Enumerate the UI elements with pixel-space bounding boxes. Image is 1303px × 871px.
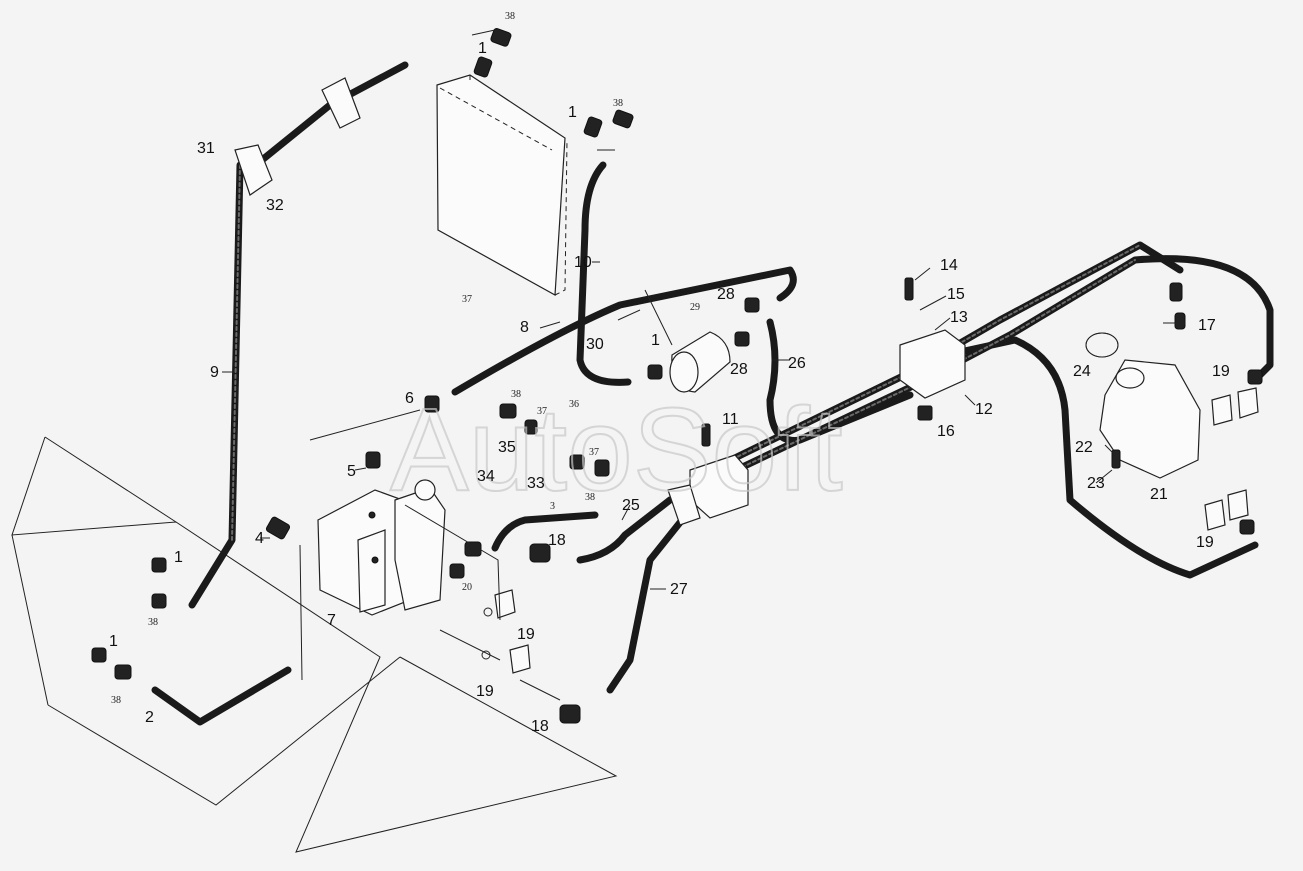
callout-37: 37 [537,406,547,417]
callout-1: 1 [568,104,577,121]
callout-32: 32 [266,197,284,214]
callout-14: 14 [940,257,958,274]
hose-2 [151,666,292,726]
callout-30: 30 [586,336,604,353]
hose-10 [576,161,632,386]
callout-19: 19 [476,683,494,700]
filter-29 [669,331,731,393]
callout-22: 22 [1075,439,1093,456]
callout-1: 1 [174,549,183,566]
callouts: 1 38 1 38 31 32 10 37 8 9 29 28 30 1 28 … [109,11,1230,735]
callout-28: 28 [717,286,735,303]
callout-11: 11 [722,411,739,428]
callout-5: 5 [347,463,356,480]
callout-38: 38 [585,492,595,503]
callout-31: 31 [197,140,215,157]
callout-21: 21 [1150,486,1168,503]
callout-15: 15 [947,286,965,303]
hose-3 [491,511,599,552]
callout-24: 24 [1073,363,1091,380]
callout-38: 38 [111,695,121,706]
upper-clamp [321,77,361,129]
callout-33: 33 [527,475,545,492]
callout-16: 16 [937,423,955,440]
callout-27: 27 [670,581,688,598]
callout-36: 36 [569,399,579,410]
callout-13: 13 [950,309,968,326]
callout-17: 17 [1198,317,1216,334]
callout-18: 18 [531,718,549,735]
callout-34: 34 [477,468,495,485]
callout-37: 37 [462,294,472,305]
callout-10: 10 [574,254,592,271]
callout-9: 9 [210,364,219,381]
fittings [91,28,1263,724]
callout-7: 7 [327,612,336,629]
callout-8: 8 [520,319,529,336]
valve-body-7 [317,479,446,616]
bracket-31-32 [234,144,273,196]
callout-1: 1 [109,633,118,650]
callout-29: 29 [690,302,700,313]
callout-19: 19 [1196,534,1214,551]
callout-4: 4 [255,530,264,547]
callout-3: 3 [550,501,555,512]
hydraulic-motor-21 [1085,332,1201,479]
floor-panel-outline [11,436,618,853]
callout-38: 38 [613,98,623,109]
callout-18: 18 [548,532,566,549]
callout-38: 38 [505,11,515,22]
hose-main-c [956,336,1259,579]
callout-2: 2 [145,709,154,726]
hose-27 [606,506,694,694]
callout-26: 26 [788,355,806,372]
callout-19: 19 [517,626,535,643]
hose-8 [451,266,797,396]
callout-12: 12 [975,401,993,418]
callout-20: 20 [462,582,472,593]
callout-38: 38 [148,617,158,628]
callout-38: 38 [511,389,521,400]
callout-1: 1 [478,40,487,57]
callout-1: 1 [651,332,660,349]
callout-19: 19 [1212,363,1230,380]
hose-25 [576,496,674,564]
callout-28: 28 [730,361,748,378]
callout-6: 6 [405,390,414,407]
block-12-13 [899,329,966,399]
callout-23: 23 [1087,475,1105,492]
hose-26 [766,318,914,444]
callout-25: 25 [622,497,640,514]
callout-37: 37 [589,447,599,458]
clamp-blocks [234,77,966,526]
leader-lines [222,29,1185,701]
clamp-lower [667,484,701,526]
callout-35: 35 [498,439,516,456]
watermark: AutoSoft [390,384,843,516]
cooler-radiator [436,74,568,296]
